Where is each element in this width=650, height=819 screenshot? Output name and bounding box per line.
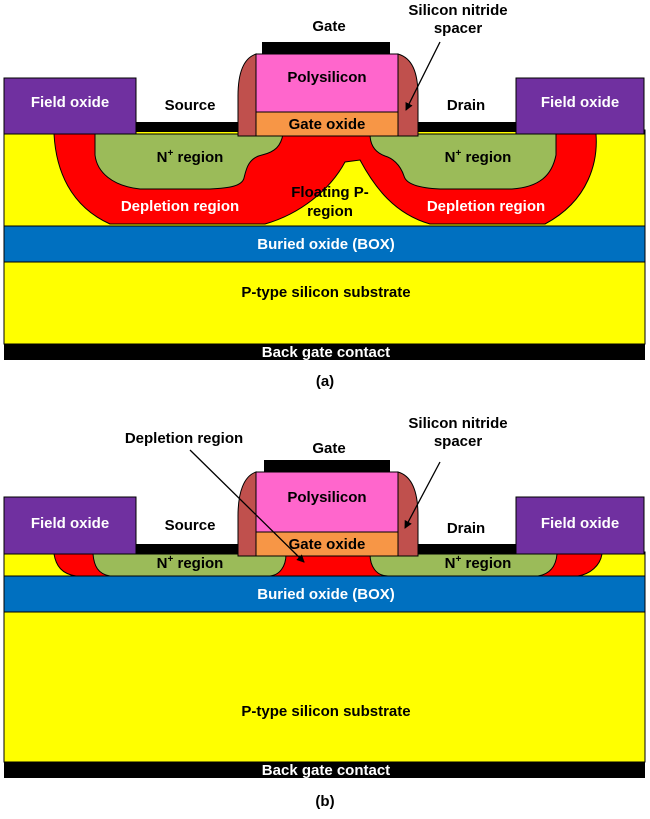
nitride-spacer-right-b <box>397 471 419 557</box>
gate-label-b: Gate <box>312 440 345 457</box>
gate-oxide-layer-b <box>255 531 399 557</box>
gate-contact <box>262 42 390 54</box>
back-gate-label: Back gate contact <box>262 344 390 361</box>
nitride-spacer-left-b <box>237 471 257 557</box>
gate-oxide-layer <box>255 111 399 137</box>
field-oxide-left-label: Field oxide <box>31 94 109 111</box>
n-region-left-label: N+ region <box>157 148 224 166</box>
substrate-label: P-type silicon substrate <box>241 284 410 301</box>
spacer-label-line1: Silicon nitride <box>408 2 507 19</box>
polysilicon-gate-b <box>255 471 399 533</box>
caption-a: (a) <box>316 373 334 390</box>
gate-contact-b <box>264 460 390 472</box>
floating-p-label-line1: Floating P- <box>291 184 369 201</box>
field-oxide-left-box-b <box>3 496 137 555</box>
substrate-region <box>3 261 646 345</box>
n-region-right-label: N+ region <box>445 148 512 166</box>
back-gate-contact <box>4 344 645 360</box>
gate-oxide-label: Gate oxide <box>289 116 366 133</box>
field-oxide-left-box <box>3 77 137 135</box>
gate-oxide-label-b: Gate oxide <box>289 536 366 553</box>
spacer-label-b-line1: Silicon nitride <box>408 415 507 432</box>
field-oxide-right-label-b: Field oxide <box>541 515 619 532</box>
polysilicon-gate <box>255 53 399 113</box>
source-contact-b <box>136 544 240 554</box>
spacer-pointer-arrow <box>405 41 441 111</box>
depletion-right-label: Depletion region <box>427 198 545 215</box>
n-plus-region-right <box>369 133 557 190</box>
nitride-spacer-left <box>237 53 257 137</box>
drain-label: Drain <box>447 97 485 114</box>
field-oxide-right-box <box>515 77 645 135</box>
drain-label-b: Drain <box>447 520 485 537</box>
source-contact <box>136 122 240 132</box>
buried-oxide <box>3 225 646 263</box>
back-gate-label-b: Back gate contact <box>262 762 390 779</box>
source-label-b: Source <box>165 517 216 534</box>
n-plus-region-left <box>94 133 284 190</box>
polysilicon-label: Polysilicon <box>287 69 366 86</box>
substrate-label-b: P-type silicon substrate <box>241 703 410 720</box>
floating-p-label-line2: region <box>307 203 353 220</box>
spacer-pointer-arrow-b <box>404 461 441 529</box>
buried-oxide-b <box>3 575 646 613</box>
drain-contact <box>416 122 518 132</box>
substrate-region-b <box>3 611 646 763</box>
spacer-label-line2: spacer <box>434 20 483 37</box>
depletion-left-label: Depletion region <box>121 198 239 215</box>
spacer-label-b-line2: spacer <box>434 433 483 450</box>
nitride-spacer-right <box>397 53 419 137</box>
gate-label: Gate <box>312 18 345 35</box>
panel-b: Gate Silicon nitride spacer Depletion re… <box>3 415 646 810</box>
caption-b: (b) <box>315 793 334 810</box>
depletion-pointer-arrow <box>189 449 305 563</box>
back-gate-contact-b <box>4 762 645 778</box>
panel-a: Gate Silicon nitride spacer Field oxide … <box>3 2 646 390</box>
field-oxide-right-box-b <box>515 496 645 555</box>
source-label: Source <box>165 97 216 114</box>
depletion-label-b: Depletion region <box>125 430 243 447</box>
box-label-b: Buried oxide (BOX) <box>257 586 395 603</box>
drain-contact-b <box>416 544 518 554</box>
n-region-right-label-b: N+ region <box>445 554 512 572</box>
box-label: Buried oxide (BOX) <box>257 236 395 253</box>
field-oxide-left-label-b: Field oxide <box>31 515 109 532</box>
field-oxide-right-label: Field oxide <box>541 94 619 111</box>
polysilicon-label-b: Polysilicon <box>287 489 366 506</box>
n-region-left-label-b: N+ region <box>157 554 224 572</box>
